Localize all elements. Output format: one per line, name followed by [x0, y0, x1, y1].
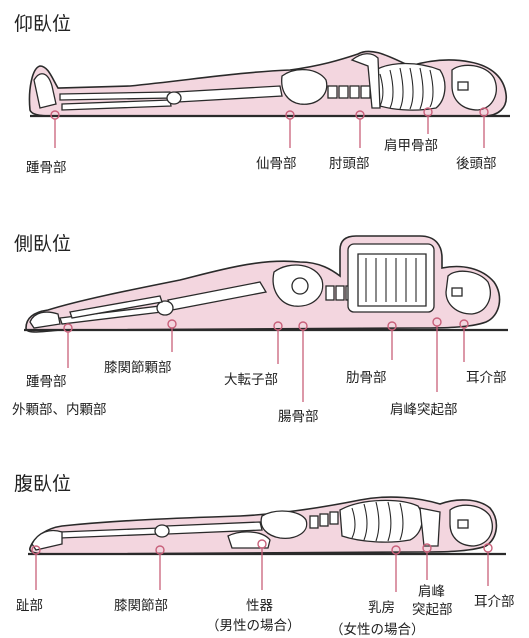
prone-label-breast: 乳房 — [368, 600, 395, 616]
lateral-title: 側臥位 — [14, 233, 71, 255]
prone-label-acromion-1: 肩峰 — [418, 584, 445, 600]
prone-label-knee: 膝関節部 — [114, 598, 168, 614]
lateral-label-knee-condyle: 膝関節顆部 — [104, 360, 172, 376]
supine-label-scapula: 肩甲骨部 — [384, 138, 438, 154]
prone-figure — [30, 497, 497, 554]
lateral-label-ilium: 腸骨部 — [278, 409, 319, 425]
prone-label-genitals: 性器 — [246, 598, 273, 614]
lateral-section: 側臥位 — [12, 233, 508, 425]
supine-label-sacrum: 仙骨部 — [256, 156, 297, 172]
supine-label-heel: 踵骨部 — [26, 160, 67, 176]
supine-label-occiput: 後頭部 — [456, 156, 497, 172]
prone-label-breast-note: （女性の場合） — [330, 621, 425, 638]
lateral-label-malleolus: 外顆部、内顆部 — [12, 402, 107, 418]
lateral-label-ear: 耳介部 — [466, 370, 507, 386]
lateral-label-acromion: 肩峰突起部 — [390, 402, 458, 418]
prone-label-genitals-note: （男性の場合） — [206, 618, 301, 634]
supine-figure — [29, 51, 506, 116]
lateral-label-heel: 踵骨部 — [26, 374, 67, 390]
lateral-figure — [26, 236, 500, 332]
lateral-label-ribs: 肋骨部 — [346, 370, 387, 386]
prone-label-ear: 耳介部 — [474, 594, 515, 610]
prone-label-toes: 趾部 — [16, 598, 43, 614]
supine-section: 仰臥位 — [14, 13, 510, 176]
supine-label-elbow: 肘頭部 — [329, 156, 370, 172]
supine-title: 仰臥位 — [14, 13, 71, 35]
prone-section: 腹臥位 — [14, 473, 515, 638]
prone-title: 腹臥位 — [14, 473, 71, 495]
lateral-label-trochanter: 大転子部 — [224, 372, 278, 388]
prone-label-acromion-2: 突起部 — [412, 602, 453, 618]
